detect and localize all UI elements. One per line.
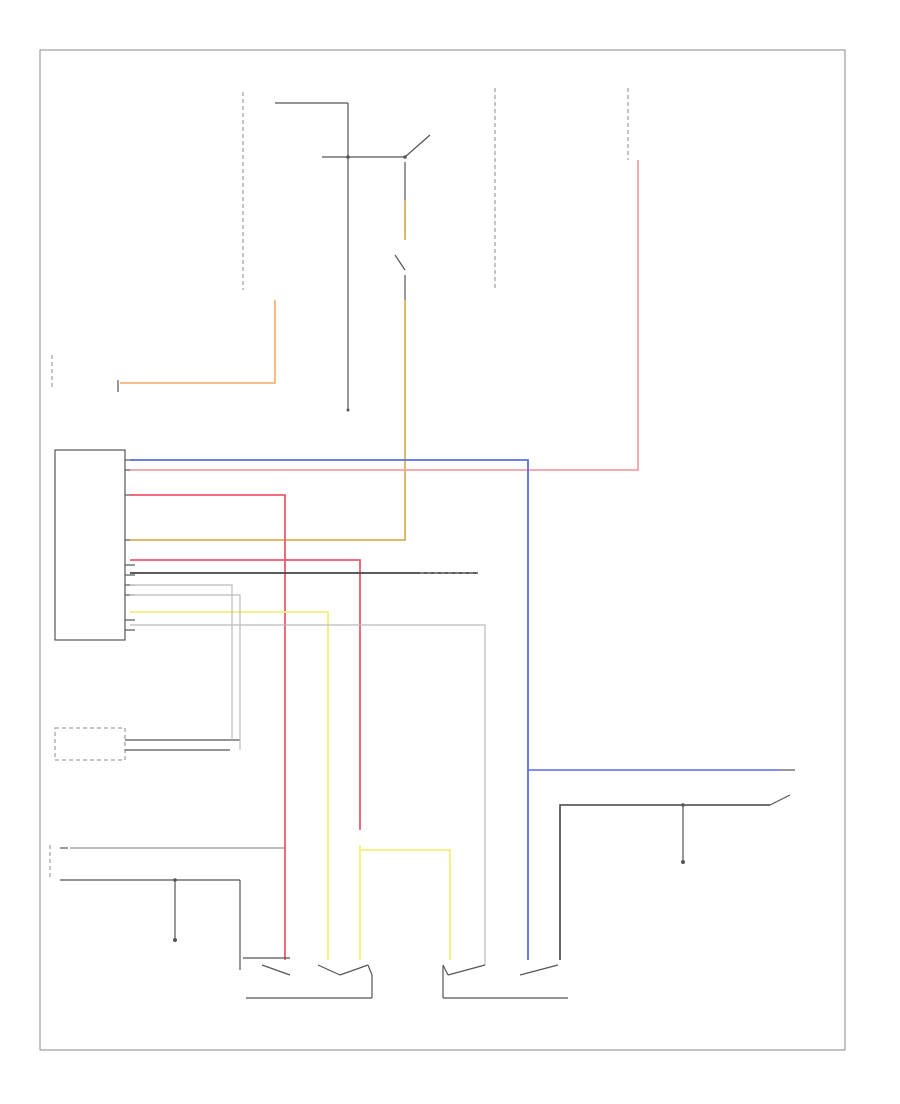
wire-tan-long (130, 300, 406, 541)
left-mid-sensor (51, 355, 119, 392)
driver-seat-connector (243, 957, 373, 999)
ignition-switch-block (275, 102, 431, 412)
bottom-left-buckle (49, 845, 241, 970)
wire-red-2 (130, 559, 361, 830)
wire-gray-2 (130, 594, 241, 750)
wire-red-1 (130, 494, 286, 960)
wire-gray-1 (130, 584, 233, 740)
lower-left-sensor (54, 727, 240, 761)
wire-gray-3 (130, 624, 486, 965)
wire-yellow-3 (360, 849, 451, 960)
passenger-seat-connector (442, 964, 568, 999)
wire-blue (130, 459, 529, 960)
wires (70, 160, 780, 965)
control-module (54, 449, 135, 641)
diagram-frame (39, 49, 846, 1051)
wire-black-right (559, 804, 770, 960)
right-passenger-module (681, 769, 795, 864)
wire-orange (120, 300, 276, 384)
wire-pink (130, 160, 639, 471)
wire-yellow-1 (130, 611, 329, 960)
